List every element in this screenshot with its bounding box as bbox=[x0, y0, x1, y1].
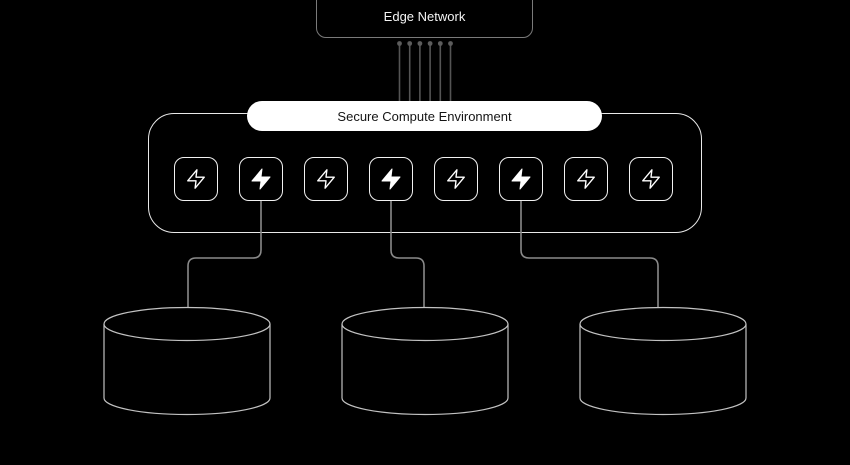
compute-node bbox=[499, 157, 543, 201]
compute-node bbox=[629, 157, 673, 201]
bolt-icon bbox=[187, 169, 205, 189]
compute-node bbox=[564, 157, 608, 201]
bolt-icon bbox=[642, 169, 660, 189]
compute-node bbox=[434, 157, 478, 201]
bolt-icon bbox=[577, 169, 595, 189]
bolt-icon bbox=[381, 168, 401, 190]
edge-network-box: Edge Network bbox=[316, 0, 533, 38]
compute-node bbox=[304, 157, 348, 201]
secure-compute-label: Secure Compute Environment bbox=[337, 108, 512, 124]
compute-node bbox=[174, 157, 218, 201]
secure-compute-pill: Secure Compute Environment bbox=[247, 101, 602, 131]
edge-network-label: Edge Network bbox=[383, 9, 466, 24]
bolt-icon bbox=[447, 169, 465, 189]
compute-node bbox=[369, 157, 413, 201]
compute-node bbox=[239, 157, 283, 201]
bolt-icon bbox=[317, 169, 335, 189]
bolt-icon bbox=[251, 168, 271, 190]
bolt-icon bbox=[511, 168, 531, 190]
